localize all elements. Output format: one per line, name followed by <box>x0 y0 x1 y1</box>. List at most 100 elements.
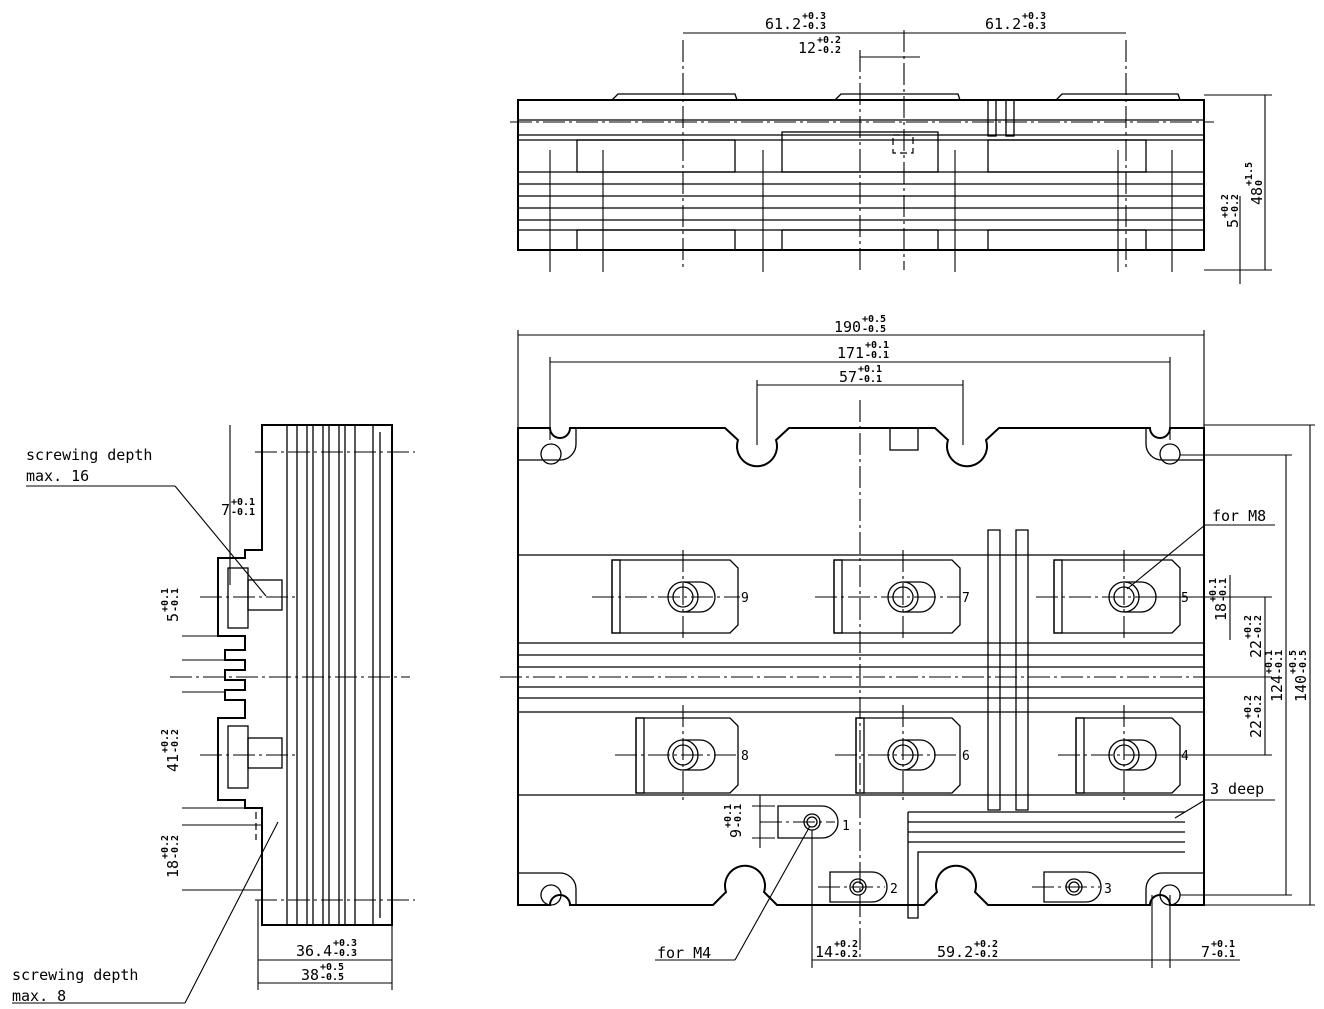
svg-text:48: 48 <box>1248 187 1266 205</box>
m4-label: for M4 <box>657 944 711 962</box>
svg-text:-0.1: -0.1 <box>1218 578 1229 602</box>
svg-text:+0.1: +0.1 <box>865 340 889 351</box>
svg-text:+0.2: +0.2 <box>1220 194 1231 218</box>
svg-text:+0.2: +0.2 <box>1243 695 1254 719</box>
svg-text:-0.1: -0.1 <box>1274 650 1285 674</box>
dim-124: 124 +0.1 -0.1 <box>1264 650 1286 702</box>
svg-text:+0.1: +0.1 <box>231 497 255 508</box>
svg-text:-0.1: -0.1 <box>733 804 744 828</box>
pin-label-4: 4 <box>1181 749 1189 764</box>
svg-text:-0.1: -0.1 <box>1211 949 1235 960</box>
svg-text:36.4: 36.4 <box>296 942 332 960</box>
svg-text:-0.2: -0.2 <box>1253 695 1264 719</box>
dim-140: 140 +0.5 -0.5 <box>1288 650 1310 702</box>
svg-text:+0.1: +0.1 <box>723 804 734 828</box>
svg-text:5: 5 <box>164 613 182 622</box>
terminal-8 <box>615 705 740 800</box>
svg-text:+0.1: +0.1 <box>1208 578 1219 602</box>
svg-text:61.2: 61.2 <box>765 15 801 33</box>
dim-side-41: 41 +0.2 -0.2 <box>160 729 182 772</box>
svg-text:-0.3: -0.3 <box>802 21 826 32</box>
svg-text:-0.2: -0.2 <box>170 835 181 859</box>
top-view <box>510 30 1214 272</box>
svg-text:+0.5: +0.5 <box>1288 650 1299 674</box>
svg-text:124: 124 <box>1268 675 1286 702</box>
svg-text:5: 5 <box>1224 219 1242 228</box>
plan-view-dimensions <box>517 330 1315 968</box>
svg-text:57: 57 <box>839 368 857 386</box>
svg-text:+0.3: +0.3 <box>802 11 826 22</box>
svg-text:18: 18 <box>164 860 182 878</box>
svg-text:+0.1: +0.1 <box>160 588 171 612</box>
terminal-7 <box>815 550 961 640</box>
svg-text:22: 22 <box>1247 720 1265 738</box>
pin-label-8: 8 <box>741 749 749 764</box>
svg-text:171: 171 <box>837 344 864 362</box>
dim-22-upper: 22 +0.2 -0.2 <box>1243 615 1265 658</box>
svg-text:+0.2: +0.2 <box>160 729 171 753</box>
dim-36: 36.4 +0.3 -0.3 <box>296 938 357 960</box>
dim-7-bottom: 7 +0.1 -0.1 <box>1201 939 1235 961</box>
svg-text:-0.1: -0.1 <box>865 350 889 361</box>
m8-label: for M8 <box>1212 507 1266 525</box>
svg-text:22: 22 <box>1247 640 1265 658</box>
svg-text:41: 41 <box>164 754 182 772</box>
svg-text:+0.3: +0.3 <box>333 938 357 949</box>
svg-text:+0.5: +0.5 <box>862 314 886 325</box>
svg-text:+0.2: +0.2 <box>834 939 858 950</box>
svg-text:-0.5: -0.5 <box>1298 650 1309 674</box>
svg-text:7: 7 <box>1201 943 1210 961</box>
labels: for M8 3 deep for M4 screwing depth max.… <box>12 446 1266 1005</box>
dim-top-right-pitch: 61.2 +0.3 -0.3 <box>985 11 1046 33</box>
svg-text:59.2: 59.2 <box>937 943 973 961</box>
dim-14: 14 +0.2 -0.2 <box>815 939 858 961</box>
side-view-outline <box>217 424 393 926</box>
svg-text:+1.5: +1.5 <box>1244 162 1255 186</box>
dim-top-tab: 12 +0.2 -0.2 <box>798 35 841 57</box>
aux-terminal-1 <box>760 805 839 839</box>
svg-text:140: 140 <box>1292 675 1310 702</box>
dim-18: 18 +0.1 -0.1 <box>1208 578 1230 621</box>
dim-59: 59.2 +0.2 -0.2 <box>937 939 998 961</box>
svg-text:+0.2: +0.2 <box>1243 615 1254 639</box>
svg-text:+0.2: +0.2 <box>974 939 998 950</box>
svg-text:190: 190 <box>834 318 861 336</box>
svg-text:+0.2: +0.2 <box>817 35 841 46</box>
svg-text:-0.1: -0.1 <box>858 374 882 385</box>
dim-top-left-pitch: 61.2 +0.3 -0.3 <box>765 11 826 33</box>
dim-labels-vertical: 48 +1.5 0 5 +0.2 -0.2 18 +0.1 -0.1 22 +0… <box>160 162 1310 878</box>
svg-text:9: 9 <box>727 829 745 838</box>
top-view-dimensions <box>683 32 1272 284</box>
screw8-label-b: max. 8 <box>12 987 66 1005</box>
svg-text:-0.3: -0.3 <box>333 948 357 959</box>
dim-side-18: 18 +0.2 -0.2 <box>160 835 182 878</box>
dim-48: 48 +1.5 0 <box>1244 162 1266 205</box>
dim-171: 171 +0.1 -0.1 <box>837 340 889 362</box>
screw8-label-a: screwing depth <box>12 966 138 984</box>
svg-text:7: 7 <box>221 501 230 519</box>
dim-38: 38 +0.5 -0.5 <box>301 962 344 984</box>
svg-text:+0.1: +0.1 <box>1264 650 1275 674</box>
screw16-label-a: screwing depth <box>26 446 152 464</box>
pin-label-9: 9 <box>741 591 749 606</box>
svg-text:61.2: 61.2 <box>985 15 1021 33</box>
svg-text:18: 18 <box>1212 603 1230 621</box>
svg-text:+0.1: +0.1 <box>858 364 882 375</box>
svg-text:+0.2: +0.2 <box>160 835 171 859</box>
svg-text:-0.5: -0.5 <box>862 324 886 335</box>
svg-text:+0.5: +0.5 <box>320 962 344 973</box>
svg-text:-0.5: -0.5 <box>320 972 344 983</box>
svg-text:-0.1: -0.1 <box>231 507 255 518</box>
svg-text:-0.1: -0.1 <box>170 588 181 612</box>
terminal-4 <box>1058 705 1182 800</box>
svg-text:-0.2: -0.2 <box>974 949 998 960</box>
dim-labels-horizontal: 61.2 +0.3 -0.3 61.2 +0.3 -0.3 12 +0.2 -0… <box>221 11 1235 984</box>
svg-text:-0.2: -0.2 <box>1230 194 1241 218</box>
dim-side-7: 7 +0.1 -0.1 <box>221 497 255 519</box>
svg-text:-0.2: -0.2 <box>170 729 181 753</box>
terminal-9 <box>592 550 740 640</box>
svg-text:-0.2: -0.2 <box>834 949 858 960</box>
svg-text:38: 38 <box>301 966 319 984</box>
pin-label-3: 3 <box>1104 882 1112 897</box>
